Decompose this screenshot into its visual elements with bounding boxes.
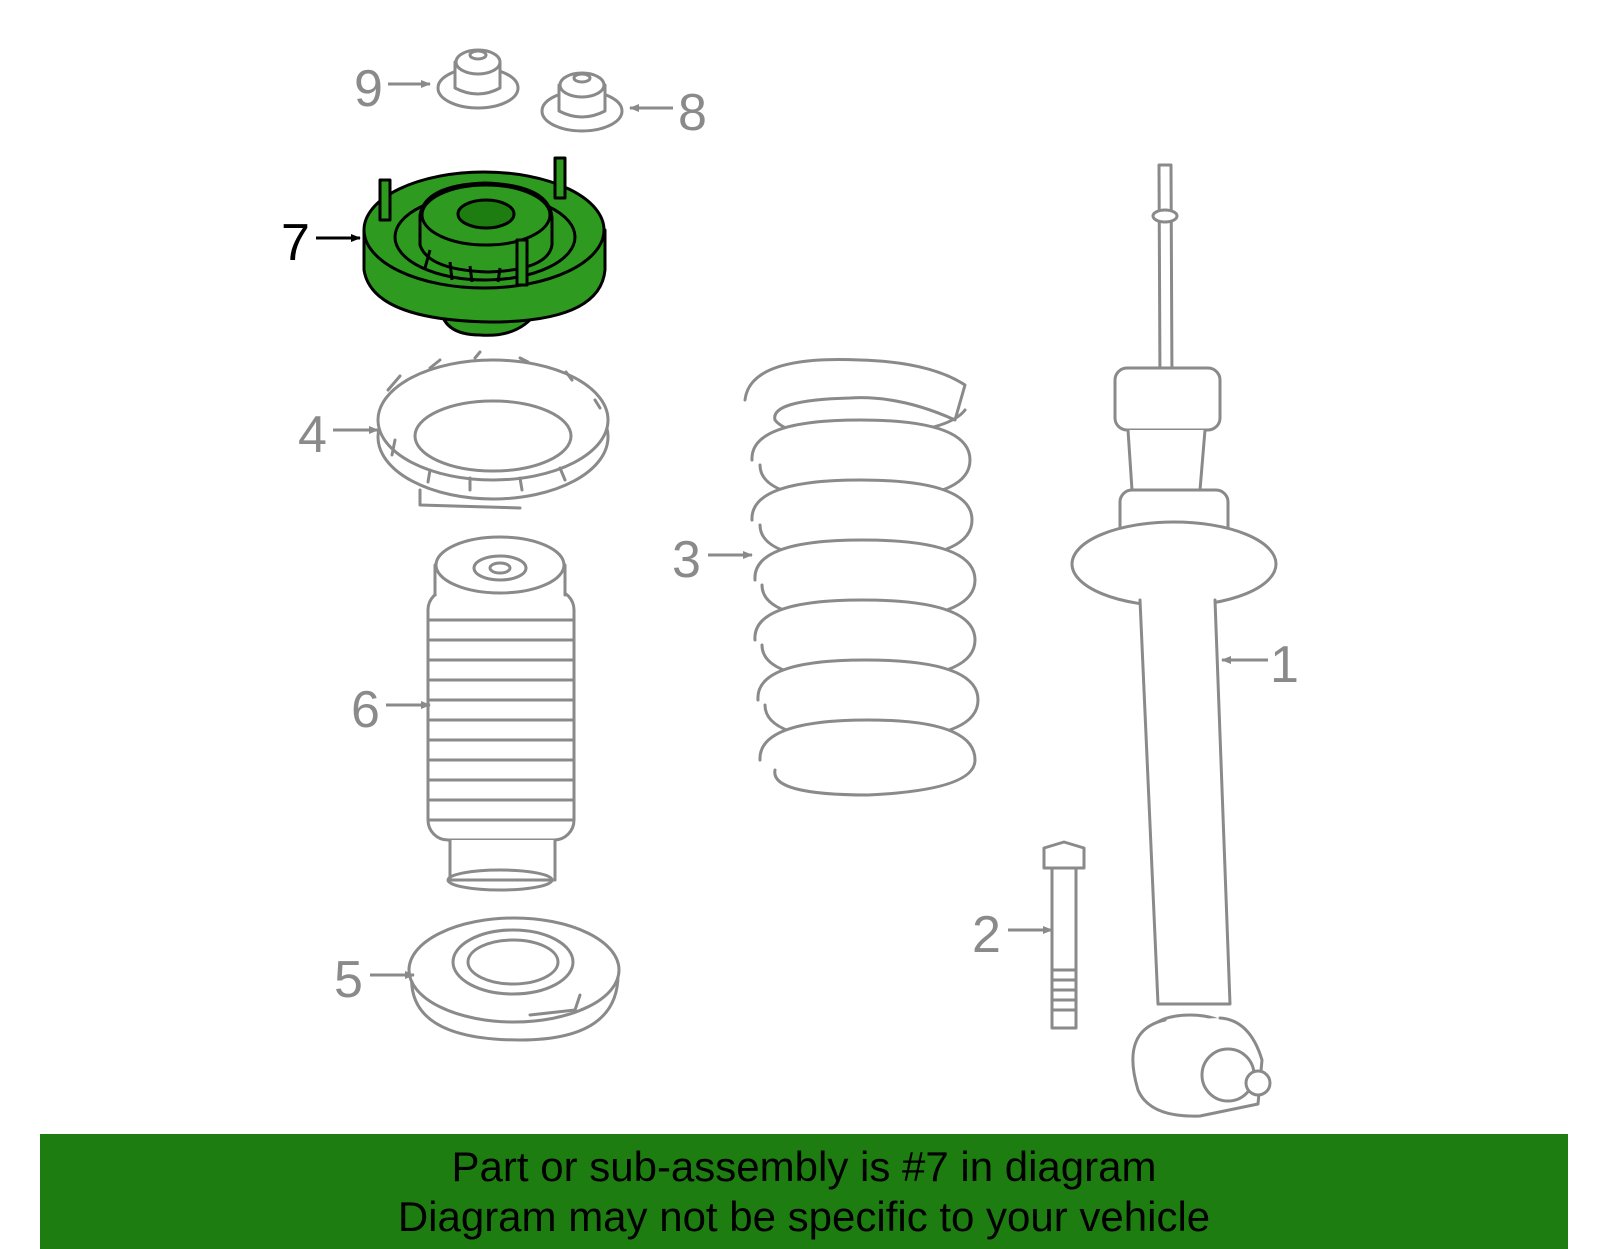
part-5-lower-isolator	[407, 916, 621, 1042]
callout-2: 2	[972, 906, 1001, 964]
callout-9: 9	[354, 60, 383, 118]
banner-line-1: Part or sub-assembly is #7 in diagram	[451, 1143, 1157, 1190]
callout-8: 8	[678, 84, 707, 142]
callout-7: 7	[281, 214, 310, 272]
part-6-dust-boot	[426, 535, 576, 892]
callout-3: 3	[672, 531, 701, 589]
part-7-strut-mount	[362, 156, 607, 337]
part-1-shock-absorber	[1070, 163, 1278, 1118]
part-4-spring-seat	[376, 350, 610, 510]
part-3-coil-spring	[743, 358, 980, 797]
info-banner: Part or sub-assembly is #7 in diagram Di…	[40, 1134, 1568, 1249]
part-2-bolt	[1042, 840, 1086, 1030]
banner-line-2: Diagram may not be specific to your vehi…	[397, 1193, 1211, 1240]
part-9-flange-nut	[436, 48, 520, 110]
part-8-flange-nut	[540, 71, 624, 133]
callout-1: 1	[1270, 636, 1299, 694]
callout-4: 4	[298, 406, 327, 464]
callout-5: 5	[334, 951, 363, 1009]
callout-6: 6	[351, 681, 380, 739]
